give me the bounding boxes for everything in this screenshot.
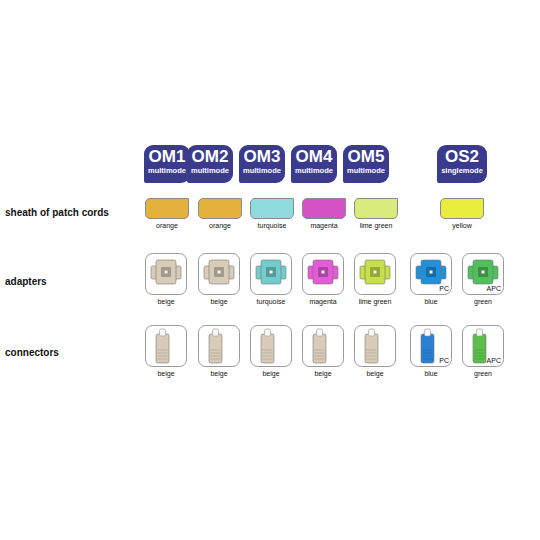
color-name: beige: [198, 297, 240, 306]
color-swatch: [198, 198, 242, 219]
color-name: green: [462, 369, 504, 378]
adapter-picture: [302, 253, 344, 295]
connector-picture: [354, 325, 396, 367]
color-swatch: [250, 198, 294, 219]
color-name: yellow: [440, 221, 484, 230]
fiber-type: OM5: [346, 148, 386, 166]
adapter-picture: [145, 253, 187, 295]
adapter-icon: magenta: [302, 253, 344, 306]
connector-icon: beige: [198, 325, 240, 378]
fiber-type: OS2: [440, 148, 484, 166]
connector-icon: beige: [354, 325, 396, 378]
fiber-type-badge: OM4multimode: [291, 145, 337, 183]
mode-label: multimode: [147, 166, 187, 175]
adapter-icon: turquoise: [250, 253, 292, 306]
color-name: turquoise: [250, 221, 294, 230]
mode-label: multimode: [346, 166, 386, 175]
color-swatch: [145, 198, 189, 219]
fiber-type: OM3: [242, 148, 282, 166]
adapter-icon: lime green: [354, 253, 396, 306]
sheath-swatch: orange: [198, 198, 242, 230]
sheath-swatch: lime green: [354, 198, 398, 230]
color-name: orange: [145, 221, 189, 230]
fiber-type-badge: OM3multimode: [239, 145, 285, 183]
connector-picture: [302, 325, 344, 367]
color-name: beige: [354, 369, 396, 378]
connector-picture: [250, 325, 292, 367]
polish-type: APC: [487, 356, 501, 365]
adapter-picture: [198, 253, 240, 295]
color-name: beige: [302, 369, 344, 378]
connector-icon: beige: [145, 325, 187, 378]
color-name: beige: [145, 369, 187, 378]
color-name: lime green: [354, 221, 398, 230]
color-name: turquoise: [250, 297, 292, 306]
fiber-type-badge: OM2multimode: [187, 145, 233, 183]
color-name: magenta: [302, 297, 344, 306]
sheath-swatch: magenta: [302, 198, 346, 230]
mode-label: multimode: [190, 166, 230, 175]
color-swatch: [354, 198, 398, 219]
row-label: connectors: [5, 347, 59, 358]
color-swatch: [440, 198, 484, 219]
adapter-icon: beige: [145, 253, 187, 306]
connector-picture: [198, 325, 240, 367]
mode-label: multimode: [294, 166, 334, 175]
color-name: beige: [145, 297, 187, 306]
connector-icon: APC green: [462, 325, 504, 378]
fiber-type: OM4: [294, 148, 334, 166]
color-name: blue: [410, 297, 452, 306]
adapter-icon: APC green: [462, 253, 504, 306]
connector-picture: [145, 325, 187, 367]
sheath-swatch: turquoise: [250, 198, 294, 230]
color-name: magenta: [302, 221, 346, 230]
color-name: lime green: [354, 297, 396, 306]
color-swatch: [302, 198, 346, 219]
color-name: green: [462, 297, 504, 306]
adapter-picture: [354, 253, 396, 295]
color-name: orange: [198, 221, 242, 230]
connector-icon: beige: [250, 325, 292, 378]
fiber-type: OM2: [190, 148, 230, 166]
adapter-icon: beige: [198, 253, 240, 306]
sheath-swatch: orange: [145, 198, 189, 230]
connector-icon: beige: [302, 325, 344, 378]
color-name: beige: [250, 369, 292, 378]
fiber-type-badge: OM5multimode: [343, 145, 389, 183]
fiber-type: OM1: [147, 148, 187, 166]
polish-type: PC: [439, 356, 449, 365]
sheath-swatch: yellow: [440, 198, 484, 230]
color-name: beige: [198, 369, 240, 378]
connector-icon: PC blue: [410, 325, 452, 378]
row-label: sheath of patch cords: [5, 207, 109, 218]
mode-label: multimode: [242, 166, 282, 175]
polish-type: PC: [439, 284, 449, 293]
polish-type: APC: [487, 284, 501, 293]
color-name: blue: [410, 369, 452, 378]
row-label: adapters: [5, 276, 47, 287]
adapter-picture: [250, 253, 292, 295]
fiber-type-badge: OM1multimode: [144, 145, 190, 183]
mode-label: singlemode: [440, 166, 484, 175]
fiber-type-badge: OS2singlemode: [437, 145, 487, 183]
adapter-icon: PC blue: [410, 253, 452, 306]
